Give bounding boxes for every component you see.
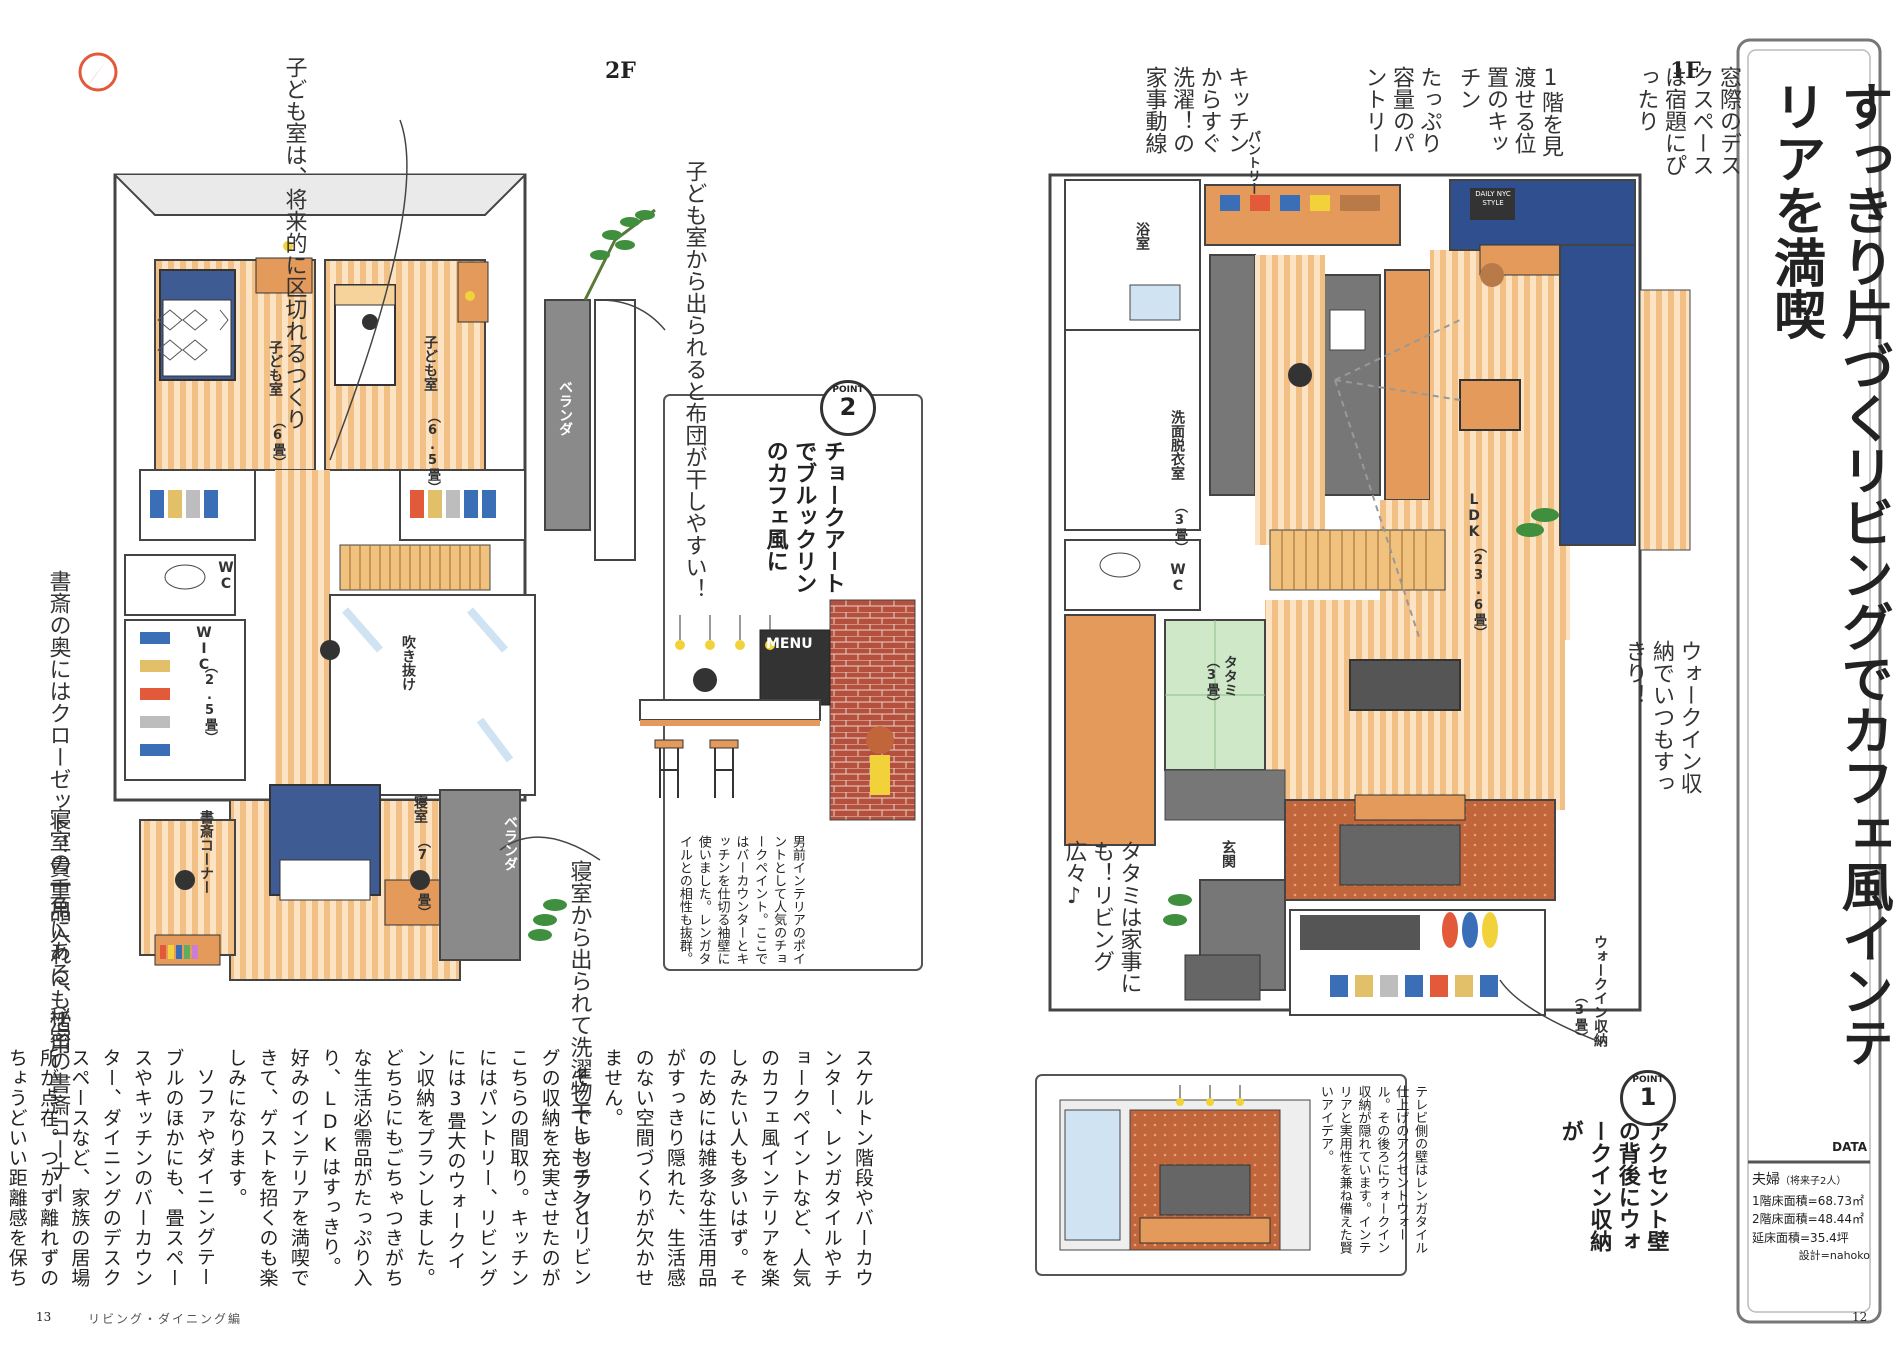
point1-badge-number: 1	[1639, 1083, 1657, 1111]
pendant-lights	[675, 615, 775, 650]
data-area-1f: 1階床面積=68.73㎡	[1752, 1193, 1865, 1208]
room-bath: 浴室	[1134, 222, 1150, 250]
room-tatami-size: （3畳）	[1204, 655, 1219, 709]
point1-badge: POINT 1	[1620, 1070, 1676, 1126]
point1-illustration	[1035, 1074, 1407, 1276]
data-box: 夫婦（将来子2人） 1階床面積=68.73㎡ 2階床面積=48.44㎡ 延床面積…	[1752, 1170, 1870, 1265]
desk-sign: DAILY NYC STYLE	[1475, 190, 1511, 207]
data-area-2f: 2階床面積=48.44㎡	[1752, 1212, 1865, 1227]
staircase-1f	[1269, 529, 1446, 591]
floor-label-2f: 2F	[605, 58, 636, 84]
room-washroom-size: （3畳）	[1172, 500, 1187, 554]
room-veranda-bedroom: ベランダ	[502, 815, 518, 871]
wic-clothes	[140, 632, 170, 756]
section-label: リビング・ダイニング編	[88, 1312, 243, 1326]
room-tatami: タタミ	[1222, 655, 1238, 697]
point2-heading: チョークアートでブルックリンのカフェ風に	[762, 440, 845, 594]
room-wic-size: （2.5畳）	[202, 660, 217, 744]
room-ldk: LDK	[1466, 492, 1482, 540]
note-2f-futon: 子ども室から出られると布団が干しやすい！	[681, 160, 707, 600]
point2-badge: POINT 2	[820, 380, 876, 436]
data-family-note: （将来子2人）	[1780, 1176, 1847, 1187]
room-walkin-size: （3畳）	[1572, 990, 1587, 1044]
note-2f-closet: 書斎の奥にはクローゼット！貴重品入れにも活用	[45, 570, 71, 1054]
plan-1f	[1048, 173, 1691, 1041]
article-paragraph-3: ソファやダイニングテーブルのほかにも、畳スペースやキッチンのバーカウンター、ダイ…	[5, 1048, 216, 1288]
data-design: 設計=nahoko	[1798, 1249, 1870, 1263]
plan-2f	[113, 119, 666, 981]
article-paragraph-1: スケルトン階段やバーカウンター、レンガタイルやチョークペイントなど、人気のカフェ…	[601, 1048, 874, 1288]
plant-bedroom	[528, 899, 567, 941]
room-veranda-2f: ベランダ	[557, 380, 573, 436]
note-1f-tatami: タタミは家事にも！リビング広々♪	[1061, 840, 1142, 994]
room-wc-2f: WC	[218, 560, 234, 592]
walkin-items	[1330, 912, 1498, 997]
point2-illustration	[639, 394, 923, 971]
data-family: 夫婦	[1752, 1172, 1780, 1188]
room-child-1: 子ども室	[267, 340, 283, 396]
closet-clothes	[150, 490, 496, 518]
room-wic: WIC	[196, 625, 212, 673]
point2-badge-number: 2	[839, 393, 857, 421]
room-child-2: 子ども室	[422, 335, 438, 391]
data-label: DATA	[1832, 1140, 1867, 1154]
page-title: すっきり片づくリビングでカフェ風インテリアを満喫	[1764, 80, 1893, 1068]
note-1f-kitchen: 1階を見渡せる位置のキッチン	[1455, 66, 1564, 157]
room-ldk-size: （23.6畳）	[1471, 540, 1486, 639]
note-1f-laundry: キッチンからすぐ洗濯！の家事動線	[1141, 66, 1250, 154]
room-wc-1f: WC	[1170, 562, 1186, 594]
page-number-right: 12	[1852, 1310, 1868, 1324]
note-1f-desk: 窓際のデスクスペースは宿題にぴったり	[1633, 66, 1742, 176]
room-bedroom: 寝室	[412, 795, 428, 823]
note-2f-child-room: 子ども室は、将来的に区切れるつくり	[280, 56, 308, 430]
room-walkin: ウォークイン収納	[1592, 935, 1608, 1047]
point1-badge-word: POINT	[1632, 1075, 1664, 1085]
menu-sign: MENU	[766, 636, 813, 652]
pantry-items	[1220, 195, 1380, 211]
room-pantry: パントリー	[1245, 130, 1260, 195]
point1-text: テレビ側の壁はレンガタイル仕上げのアクセントウォール。その後ろにウォークイン収納…	[1317, 1085, 1428, 1254]
article-body: スケルトン階段やバーカウンター、レンガタイルやチョークペイントなど、人気のカフェ…	[6, 1048, 878, 1288]
room-washroom: 洗面脱衣室	[1169, 410, 1185, 480]
room-child-2-size: （6.5畳）	[425, 410, 440, 494]
floor-label-1f: 1F	[1670, 58, 1701, 84]
room-fukinuke: 吹き抜け	[400, 635, 416, 691]
room-child-1-size: （6畳）	[270, 415, 285, 469]
note-1f-pantry: たっぷり容量のパントリー	[1361, 66, 1442, 154]
room-study-corner: 書斎コーナー	[198, 810, 214, 894]
note-2f-laundry: 寝室から出られて洗濯物干しもラク！	[566, 860, 592, 1234]
point2-text: 男前インテリアのポイントとして人気のチョークペイント。ここではバーカウンターとキ…	[676, 835, 805, 965]
note-1f-walkin: ウォークイン収納でいつもすっきり！	[1621, 640, 1702, 794]
room-bedroom-size: （7.6畳）	[415, 835, 430, 919]
data-total-area: 延床面積=35.4坪	[1752, 1230, 1849, 1245]
compass-icon	[78, 52, 118, 92]
bar-stools	[654, 739, 739, 798]
point2-badge-word: POINT	[832, 385, 864, 395]
plant-2f	[583, 208, 656, 301]
page-number-left: 13	[36, 1310, 52, 1324]
room-entrance: 玄関	[1220, 840, 1236, 868]
point1-heading: アクセント壁の背後にウォークイン収納が	[1557, 1120, 1669, 1252]
article-paragraph-2: そこでキッチンとリビングの収納を充実させたのがこちらの間取り。キッチンにはパント…	[225, 1048, 592, 1288]
note-2f-study-corner: 寝室の一角にある、秘密の書斎コーナー	[45, 808, 71, 1204]
staircase-2f	[339, 544, 491, 591]
